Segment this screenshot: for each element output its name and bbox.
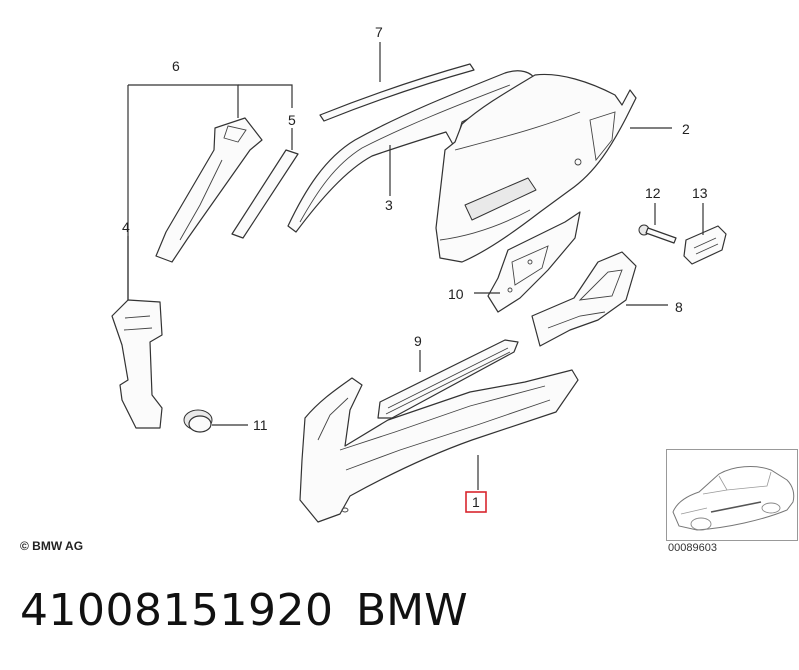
part-12-bolt — [638, 224, 677, 244]
reference-number: 00089603 — [668, 542, 717, 554]
callout-13: 13 — [692, 185, 708, 201]
leader-lines — [127, 42, 704, 490]
part-4-lower-bracket — [111, 299, 163, 429]
callout-11: 11 — [253, 417, 268, 433]
part-11-grommet — [183, 409, 213, 433]
brand-name: BMW — [356, 585, 468, 636]
callout-5: 5 — [288, 112, 296, 128]
part-1-side-frame-sill — [299, 369, 579, 523]
part-number: 41008151920 — [20, 585, 334, 636]
callout-10: 10 — [448, 286, 464, 302]
callout-2: 2 — [682, 121, 690, 137]
reference-thumbnail — [666, 449, 798, 541]
part-6-b-pillar — [155, 117, 263, 263]
callout-6: 6 — [172, 58, 180, 74]
part-8-wheel-arch-bracket — [531, 251, 637, 347]
callout-1: 1 — [472, 494, 480, 510]
callout-9: 9 — [414, 333, 422, 349]
callout-8: 8 — [675, 299, 683, 315]
car-outline-icon — [672, 466, 795, 531]
part-7-roof-rail-strip — [319, 63, 475, 122]
callout-4: 4 — [122, 219, 130, 235]
part-13-clip — [683, 225, 727, 265]
callout-12: 12 — [645, 185, 661, 201]
part-2-rear-side-panel — [435, 73, 637, 263]
copyright-notice: © BMW AG — [20, 539, 84, 553]
part-9-sill-reinforcement — [377, 339, 519, 419]
callout-7: 7 — [375, 24, 383, 40]
part-10-reinforcement-plate — [487, 211, 581, 313]
callout-1-highlight: 1 — [465, 491, 487, 513]
part-5-seal-strip — [231, 149, 299, 239]
parts-diagram: 7 6 5 2 3 4 12 13 10 8 9 11 1 — [111, 24, 727, 523]
callout-3: 3 — [385, 197, 393, 213]
